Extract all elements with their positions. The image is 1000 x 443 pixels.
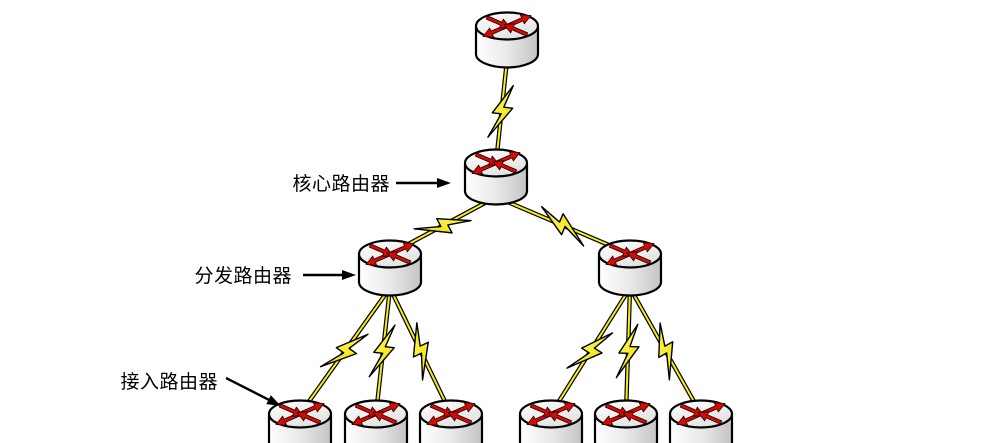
router-arrows-icon (471, 151, 521, 175)
serial-link-distribution-router-left--access-router-3 (388, 287, 453, 415)
label-distribution-router-text: 分发路由器 (194, 265, 292, 287)
distribution-router-right (597, 239, 663, 297)
router-arrows-icon (275, 402, 325, 426)
access-router-4 (518, 399, 584, 443)
lightning-bolt-icon (566, 332, 614, 369)
router-arrows-icon (482, 14, 532, 38)
access-router-3 (418, 399, 484, 443)
lightning-bolt-icon (412, 322, 429, 381)
access-router-2 (343, 399, 409, 443)
core-router-label-arrow-icon (396, 178, 451, 188)
label-core-router-text: 核心路由器 (292, 173, 390, 195)
access-router-1 (267, 399, 333, 443)
serial-link-distribution-router-left--access-router-2 (368, 287, 396, 415)
router-arrows-icon (605, 242, 655, 266)
lightning-bolt-icon (615, 323, 640, 379)
lightning-bolt-icon (658, 322, 674, 381)
label-core-router: 核心路由器 (292, 169, 390, 196)
label-access-router: 接入路由器 (120, 367, 218, 394)
router-arrows-icon (351, 402, 401, 426)
distribution-router-label-arrow-icon (303, 270, 356, 280)
router-arrows-icon (426, 402, 476, 426)
access-router-6 (668, 399, 734, 443)
serial-link-upstream-router--core-router (487, 59, 515, 164)
serial-link-distribution-router-right--access-router-5 (615, 287, 640, 415)
router-arrows-icon (676, 402, 726, 426)
core-router (463, 148, 529, 206)
router-arrows-icon (526, 402, 576, 426)
router-arrows-icon (365, 242, 415, 266)
label-access-router-text: 接入路由器 (120, 371, 218, 393)
lightning-bolt-icon (540, 205, 585, 247)
lightning-bolt-icon (319, 333, 369, 368)
lightning-bolt-icon (487, 84, 515, 138)
distribution-router-left (357, 239, 423, 297)
lightning-bolt-icon (413, 217, 472, 234)
serial-link-distribution-router-left--access-router-1 (298, 286, 392, 416)
serial-link-distribution-router-right--access-router-4 (549, 286, 632, 416)
upstream-router (474, 11, 540, 69)
lightning-bolt-icon (368, 324, 396, 378)
access-router-label-arrow-icon (225, 376, 281, 406)
serial-link-distribution-router-right--access-router-6 (628, 286, 703, 416)
router-arrows-icon (601, 402, 651, 426)
access-router-5 (593, 399, 659, 443)
label-distribution-router: 分发路由器 (194, 261, 292, 288)
